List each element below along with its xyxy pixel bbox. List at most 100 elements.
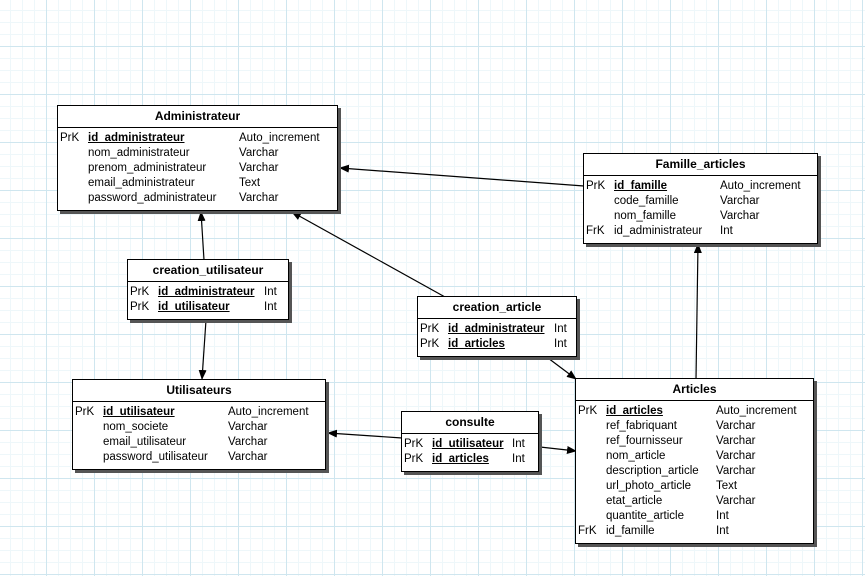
connector-articles-to-famille [693, 243, 702, 380]
attribute-name: nom_famille [614, 210, 676, 222]
attribute-type: Int [512, 453, 525, 465]
attribute-type: Int [554, 323, 567, 335]
attribute-name: id_famille [606, 525, 655, 537]
key-marker: FrK [578, 525, 597, 537]
attribute-type: Auto_increment [716, 405, 797, 417]
attribute-type: Varchar [228, 436, 268, 448]
attribute-name: prenom_administrateur [88, 162, 207, 174]
attribute-name: email_administrateur [88, 177, 195, 189]
attribute-row: FrK id_famille Int [576, 524, 813, 539]
connector-creation-utilisateur-to-utilisateurs [198, 319, 207, 380]
connector-famille-to-administrateur [339, 164, 585, 187]
attribute-type: Varchar [228, 421, 268, 433]
attribute-name: ref_fournisseur [606, 435, 683, 447]
attribute-type: Varchar [716, 495, 756, 507]
attribute-type: Text [716, 480, 738, 492]
attribute-row: email_utilisateur Varchar [73, 435, 325, 450]
attribute-name: nom_administrateur [88, 147, 190, 159]
primary-key-name: id_administrateur [158, 286, 255, 298]
attribute-type: Auto_increment [720, 180, 801, 192]
primary-key-name: id_articles [432, 453, 489, 465]
attribute-type: Varchar [720, 210, 760, 222]
attribute-type: Text [239, 177, 261, 189]
attribute-type: Int [716, 510, 729, 522]
entity-title: Administrateur [58, 106, 337, 128]
attribute-row: nom_article Varchar [576, 449, 813, 464]
entity-title: creation_utilisateur [128, 260, 288, 282]
key-marker: PrK [420, 338, 440, 350]
connector-creation-article-to-articles [547, 357, 577, 380]
attribute-type: Auto_increment [228, 406, 309, 418]
key-marker: PrK [420, 323, 440, 335]
primary-key-name: id_utilisateur [158, 301, 230, 313]
attribute-name: ref_fabriquant [606, 420, 677, 432]
attribute-row: PrK id_administrateur Auto_increment [58, 131, 337, 146]
attribute-type: Int [716, 525, 729, 537]
attribute-name: nom_article [606, 450, 666, 462]
attribute-type: Varchar [720, 195, 760, 207]
attribute-name: email_utilisateur [103, 436, 187, 448]
attribute-row: email_administrateur Text [58, 176, 337, 191]
attribute-type: Varchar [716, 420, 756, 432]
primary-key-name: id_administrateur [88, 132, 185, 144]
attribute-type: Varchar [239, 162, 279, 174]
connector-consulte-to-utilisateurs [327, 429, 403, 439]
primary-key-name: id_administrateur [448, 323, 545, 335]
connector-creation-article-to-administrateur [291, 211, 446, 298]
attribute-row: url_photo_article Text [576, 479, 813, 494]
attribute-row: ref_fournisseur Varchar [576, 434, 813, 449]
attribute-type: Int [264, 286, 277, 298]
key-marker: PrK [60, 132, 80, 144]
attribute-type: Varchar [716, 450, 756, 462]
entity-administrateur[interactable]: Administrateur PrK id_administrateur Auto_… [57, 105, 338, 211]
attribute-type: Auto_increment [239, 132, 320, 144]
primary-key-name: id_utilisateur [432, 438, 504, 450]
attribute-type: Int [554, 338, 567, 350]
entity-creation-utilisateur[interactable]: creation_utilisateur PrK id_administrateu… [127, 259, 289, 320]
primary-key-name: id_articles [448, 338, 505, 350]
key-marker: FrK [586, 225, 605, 237]
attribute-name: nom_societe [103, 421, 169, 433]
attribute-row: PrK id_articles Int [418, 337, 576, 352]
key-marker: PrK [404, 453, 424, 465]
entity-title: Utilisateurs [73, 380, 325, 402]
attribute-type: Varchar [239, 192, 279, 204]
key-marker: PrK [586, 180, 606, 192]
primary-key-name: id_utilisateur [103, 406, 175, 418]
attribute-type: Varchar [716, 435, 756, 447]
attribute-row: FrK id_administrateur Int [584, 224, 817, 239]
entity-title: Famille_articles [584, 154, 817, 176]
attribute-type: Varchar [228, 451, 268, 463]
entity-title: creation_article [418, 297, 576, 319]
attribute-type: Int [264, 301, 277, 313]
attribute-row: PrK id_administrateur Int [128, 285, 288, 300]
attribute-row: prenom_administrateur Varchar [58, 161, 337, 176]
attribute-type: Int [512, 438, 525, 450]
key-marker: PrK [130, 286, 150, 298]
attribute-row: nom_famille Varchar [584, 209, 817, 224]
key-marker: PrK [130, 301, 150, 313]
attribute-name: etat_article [606, 495, 663, 507]
attribute-row: etat_article Varchar [576, 494, 813, 509]
attribute-name: url_photo_article [606, 480, 692, 492]
entity-title: consulte [402, 412, 538, 434]
attribute-name: id_administrateur [614, 225, 703, 237]
attribute-type: Int [720, 225, 733, 237]
attribute-name: description_article [606, 465, 699, 477]
attribute-row: PrK id_administrateur Int [418, 322, 576, 337]
